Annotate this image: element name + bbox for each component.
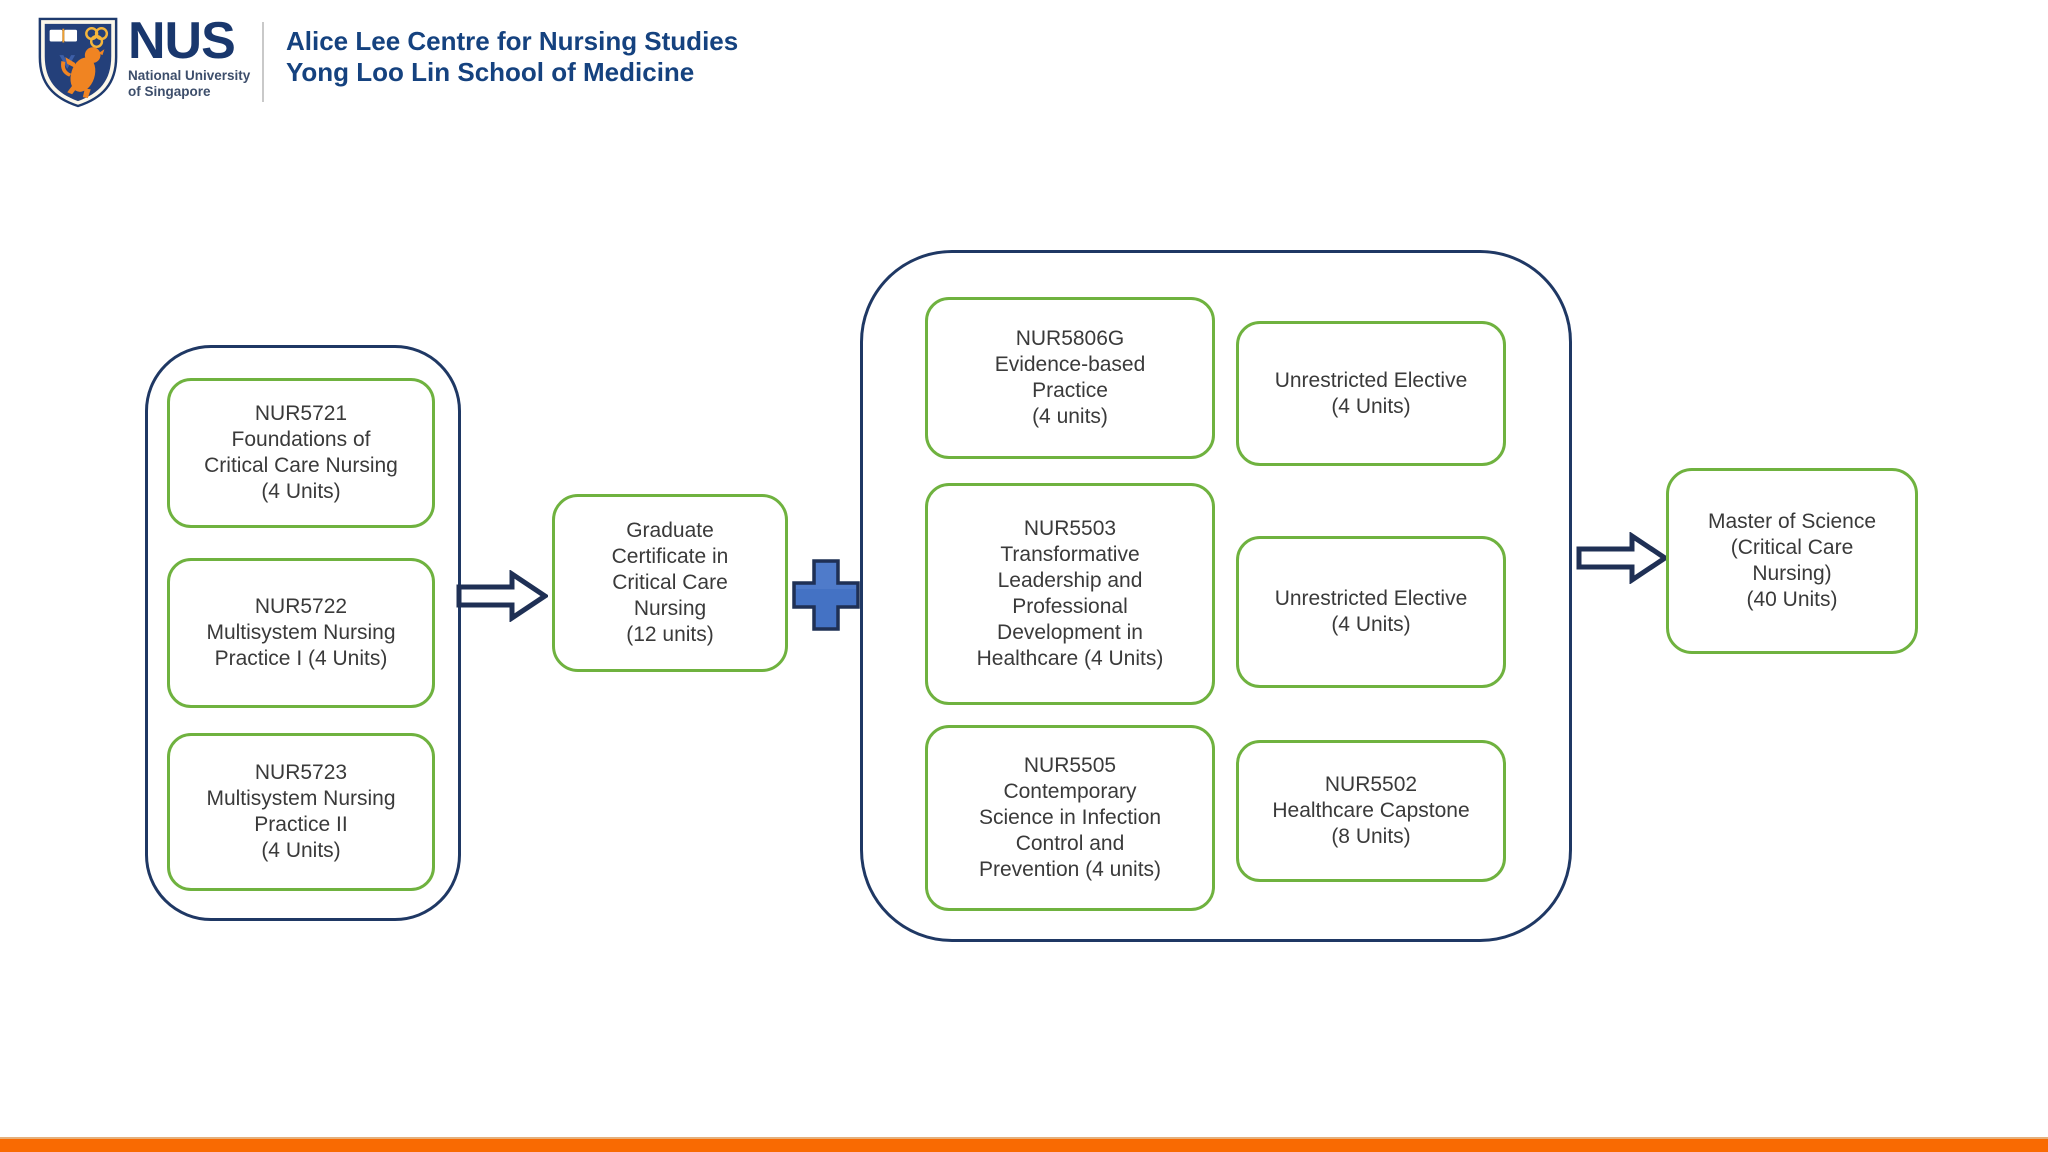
header-title-line2: Yong Loo Lin School of Medicine [286,57,695,87]
header-title-line1: Alice Lee Centre for Nursing Studies [286,26,739,56]
course-box-nur5721: NUR5721 Foundations of Critical Care Nur… [167,378,435,528]
nus-crest-icon [38,17,118,108]
master-of-science-box: Master of Science (Critical Care Nursing… [1666,468,1918,654]
course-text: NUR5806G Evidence-based Practice (4 unit… [994,327,1146,428]
certificate-text: Graduate Certificate in Critical Care Nu… [611,519,729,646]
course-box-unrestricted-elective-1: Unrestricted Elective (4 Units) [1236,321,1506,466]
footer-accent-bar [0,1137,2048,1152]
nus-wordmark: NUS National University of Singapore [128,14,258,100]
course-text: Unrestricted Elective (4 Units) [1274,368,1468,418]
course-text: NUR5502 Healthcare Capstone (8 Units) [1272,773,1470,848]
header: NUS National University of Singapore Ali… [0,0,2048,120]
course-text: NUR5723 Multisystem Nursing Practice II … [206,761,396,862]
logo-divider [262,22,264,102]
masters-course-group: NUR5806G Evidence-based Practice (4 unit… [860,250,1572,942]
header-title: Alice Lee Centre for Nursing Studies Yon… [286,26,738,88]
course-text: NUR5721 Foundations of Critical Care Nur… [204,402,398,503]
degree-text: Master of Science (Critical Care Nursing… [1707,510,1877,611]
course-text: NUR5505 Contemporary Science in Infectio… [978,754,1162,881]
nus-wordmark-sub1: National University [128,68,251,83]
course-box-nur5722: NUR5722 Multisystem Nursing Practice I (… [167,558,435,708]
right-arrow-icon [456,570,548,622]
nus-wordmark-text: NUS [128,12,236,70]
course-text: Unrestricted Elective (4 Units) [1274,587,1468,636]
course-box-unrestricted-elective-2: Unrestricted Elective (4 Units) [1236,536,1506,688]
course-box-nur5503: NUR5503 Transformative Leadership and Pr… [925,483,1215,705]
plus-icon [792,559,860,631]
graduate-certificate-box: Graduate Certificate in Critical Care Nu… [552,494,788,672]
course-text: NUR5503 Transformative Leadership and Pr… [976,517,1164,670]
course-box-nur5502: NUR5502 Healthcare Capstone (8 Units) [1236,740,1506,882]
course-text: NUR5722 Multisystem Nursing Practice I (… [206,595,396,670]
nus-wordmark-sub2: of Singapore [128,84,211,99]
course-box-nur5505: NUR5505 Contemporary Science in Infectio… [925,725,1215,911]
graduate-certificate-course-group: NUR5721 Foundations of Critical Care Nur… [145,345,461,921]
right-arrow-icon [1576,532,1668,584]
course-box-nur5723: NUR5723 Multisystem Nursing Practice II … [167,733,435,891]
course-box-nur5806g: NUR5806G Evidence-based Practice (4 unit… [925,297,1215,459]
